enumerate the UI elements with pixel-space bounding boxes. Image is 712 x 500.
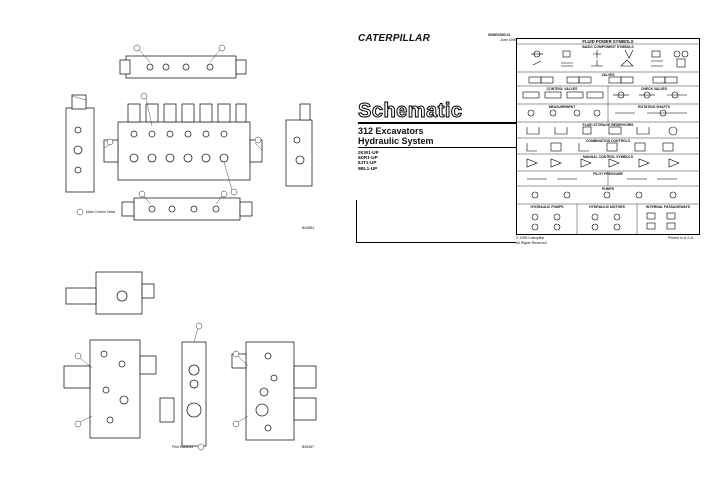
section-rotating: ROTATING SHAFTS	[638, 105, 670, 109]
printed-in: Printed in U.S.A.	[668, 236, 694, 240]
symbols-grid-drawing	[517, 43, 699, 234]
section-basic: BASIC COMPONENT SYMBOLS	[582, 45, 634, 49]
manifold-caption: Pilot Manifold	[172, 445, 194, 449]
vertical-rule	[356, 200, 357, 242]
subtitle-line-1: 312 Excavators	[358, 126, 424, 136]
symbols-panel: FLUID POWER SYMBOLS BASIC COMPONENT SYMB…	[516, 38, 700, 235]
pilot-manifold-drawing	[63, 271, 317, 451]
section-control-valves: CONTROL VALVES	[546, 87, 578, 91]
subtitle-line-2: Hydraulic System	[358, 136, 434, 146]
section-reservoirs: FLUID STORAGE RESERVOIRS	[582, 123, 634, 127]
title-rule-top	[358, 122, 516, 124]
serial-1: 2KW1-UP	[358, 150, 379, 155]
serial-list: 2KW1-UP 6DR1-UP 8JT1-UP 9BL1-UP	[358, 150, 379, 171]
caterpillar-logo: CATERPILLAR	[358, 33, 431, 44]
section-hyd-motors: HYDRAULIC MOTORS	[589, 205, 625, 209]
section-pumps: PUMPS	[601, 187, 615, 191]
section-manual: MANUAL CONTROL SYMBOLS	[583, 155, 633, 159]
doc-number: SENR2380-01	[488, 33, 511, 37]
cover-page: CATERPILLAR SENR2380-01 June 1999 Schema…	[350, 0, 712, 500]
serial-4: 9BL1-UP	[358, 165, 378, 171]
valve-figure-code: B04884	[302, 226, 315, 230]
serial-3: 8JT1-UP	[358, 160, 377, 166]
section-combination: COMBINATION CONTROLS	[585, 139, 630, 143]
section-check-valves: CHECK VALVES	[640, 87, 668, 91]
doc-date: June 1999	[500, 38, 517, 42]
left-page: Main Control Valve B04884	[0, 0, 350, 500]
section-passageways: INTERNAL PASSAGEWAYS	[645, 205, 691, 209]
section-valves: VALVES	[601, 73, 615, 77]
bottom-rule	[356, 242, 516, 243]
copyright: © 1999 Caterpillar	[516, 236, 545, 240]
section-hyd-pumps: HYDRAULIC PUMPS	[530, 205, 564, 209]
valve-caption: Main Control Valve	[86, 210, 116, 214]
manifold-figure-code: B05487	[302, 445, 315, 449]
section-measurement: MEASUREMENT	[548, 105, 576, 109]
main-control-valve-drawing	[65, 44, 313, 221]
title-rule-bottom	[358, 147, 516, 148]
cover-title: Schematic	[358, 100, 463, 123]
rights-reserved: All Rights Reserved	[516, 241, 547, 245]
symbols-title: FLUID POWER SYMBOLS	[582, 39, 634, 44]
serial-2: 6DR1-UP	[358, 155, 378, 161]
